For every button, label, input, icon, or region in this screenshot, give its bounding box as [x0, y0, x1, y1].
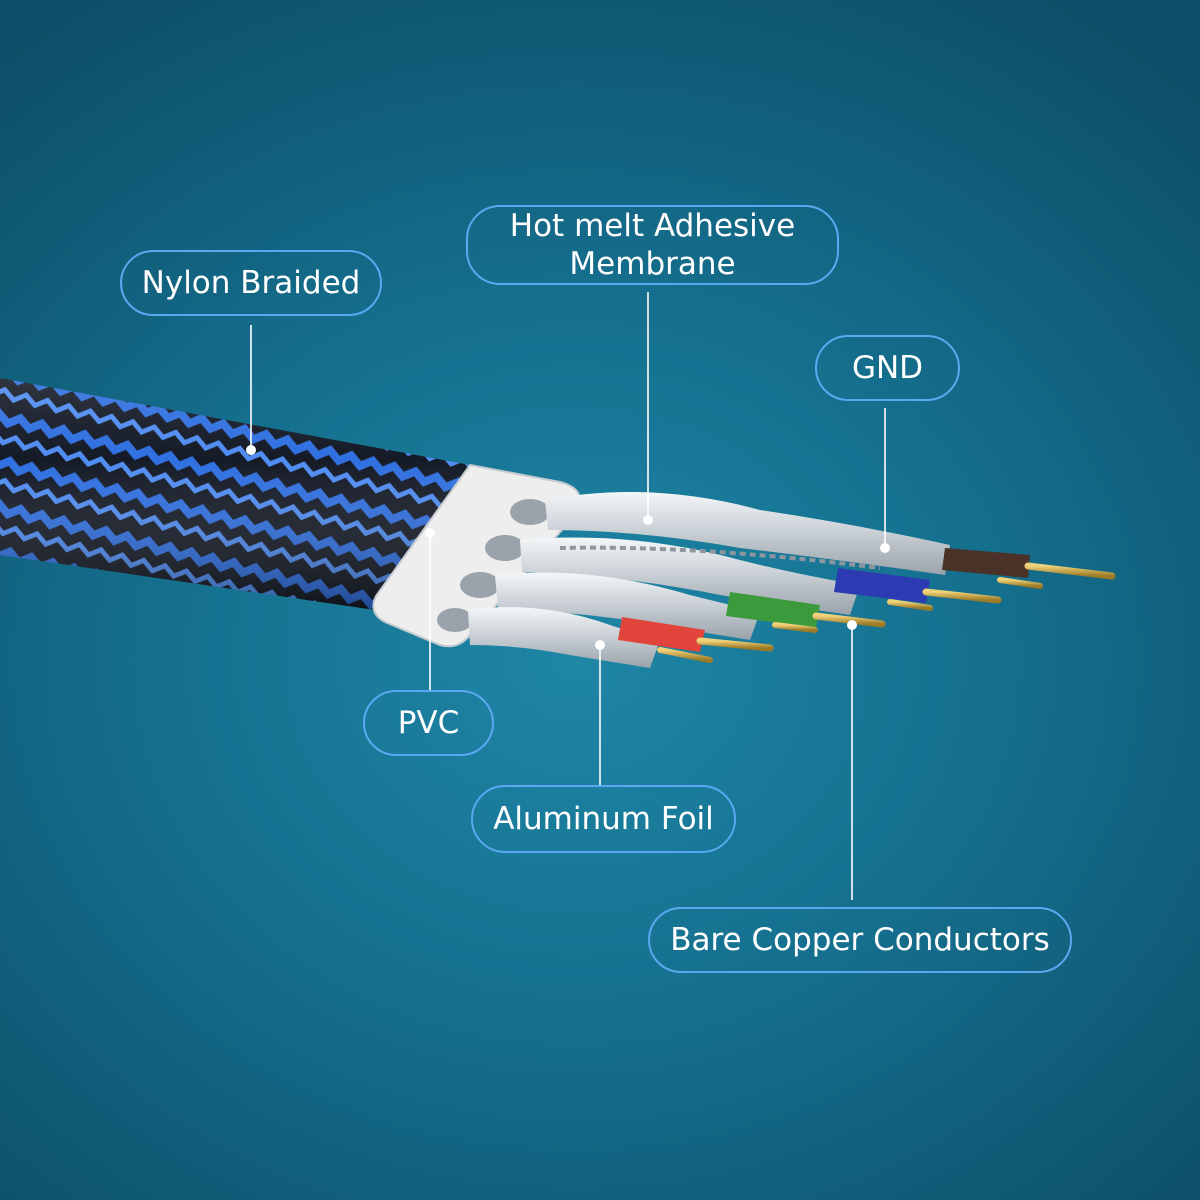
label-nylon-braided: Nylon Braided — [141, 265, 361, 301]
aluminum-foil-pairs — [468, 492, 950, 668]
bare-copper-strands — [657, 562, 1116, 663]
label-bare-copper-conductors: Bare Copper Conductors — [670, 922, 1050, 958]
label-hot-melt-line1: Hot melt Adhesive — [509, 208, 796, 244]
colored-conductors — [618, 548, 1030, 652]
callout-gnd: GND — [815, 335, 960, 401]
pvc-sleeve — [372, 463, 581, 648]
leader-lines — [246, 292, 890, 900]
callout-aluminum-foil: Aluminum Foil — [471, 785, 736, 853]
callout-bare-copper-conductors: Bare Copper Conductors — [648, 907, 1072, 973]
label-aluminum-foil: Aluminum Foil — [493, 801, 714, 837]
callout-hot-melt-adhesive-membrane: Hot melt Adhesive Membrane — [466, 205, 839, 285]
callout-pvc: PVC — [363, 690, 494, 756]
callout-nylon-braided: Nylon Braided — [120, 250, 382, 316]
nylon-braid-jacket — [0, 378, 470, 610]
label-hot-melt-line2: Membrane — [569, 246, 736, 282]
label-pvc: PVC — [397, 705, 460, 741]
label-gnd: GND — [851, 350, 924, 386]
